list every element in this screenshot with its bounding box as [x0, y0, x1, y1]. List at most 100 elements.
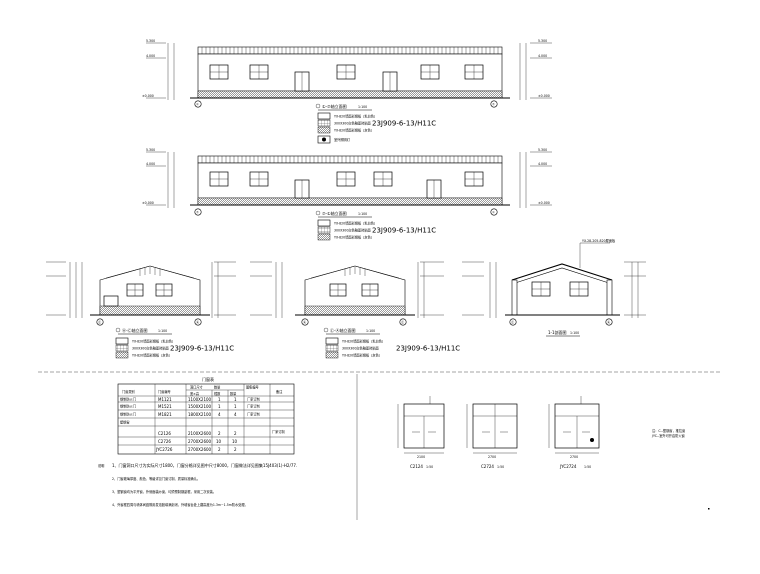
window-label: JYC2724: [559, 464, 577, 469]
cell-size: 2700X2600: [188, 447, 212, 452]
axis-label-right: Ⓐ: [196, 320, 200, 325]
legend-white-panel: YX-820墙面彩钢板（乳白色）: [132, 339, 175, 344]
elevation-scale: 1:100: [158, 329, 167, 333]
wall-base: [197, 197, 503, 206]
section-1-1: YX-28-205-820屋面板 Ⓒ Ⓐ 1-1剖面图 1:100: [462, 238, 646, 337]
elevation-1: 5.300 4.000 ±0.000 ① ⑦: [142, 39, 552, 144]
parapet-ribs: [201, 156, 499, 163]
legend-white-panel: YX-820墙面彩钢板（乳白色）: [334, 221, 377, 226]
level-marks-e4-right: [417, 261, 444, 318]
window-detail-2: 2700 C2724 1:50: [466, 403, 518, 469]
level-marks-e3-right: [211, 261, 236, 318]
level-top-right: 5.300: [538, 148, 547, 152]
cell-size: 1800X2100: [188, 412, 212, 417]
level-mid-left: 4.000: [146, 162, 155, 166]
cell-size: 1100X2100: [188, 397, 212, 402]
gable-ribs: [139, 267, 161, 276]
legend-grey-panel: YX-820墙面彩钢板（灰色）: [334, 128, 374, 133]
cell-code: C2726: [158, 439, 171, 444]
level-ground-right: ±0.000: [538, 94, 550, 98]
level-marks-section: [462, 261, 497, 318]
legend-grey-panel: YX-820墙面彩钢板（灰色）: [334, 235, 374, 240]
level-marks-right-2: 5.300 4.000 ±0.000: [519, 148, 552, 208]
table-row: 钢制防火门 M1521 1500X2100 1 1 厂家订制: [120, 404, 260, 410]
cell-b: 4: [234, 412, 237, 417]
level-mid-left: 4.000: [146, 54, 155, 58]
level-marks-e3: [46, 261, 83, 318]
table-row: 塑钢窗 C2126 2100X2600 2 2: [120, 420, 237, 437]
cell-code: M1821: [158, 412, 172, 417]
material-legend-3: YX-820墙面彩钢板（乳白色） 300X300白色釉面砖贴面 23J909-6…: [115, 337, 234, 359]
material-legend-4: YX-820墙面彩钢板（乳白色） 300X300白色釉面砖贴面 23J909-6…: [325, 337, 460, 359]
header-count: 数量: [214, 385, 221, 390]
level-ground-left: ±0.000: [142, 94, 154, 98]
note-1: 1、门窗洞口尺寸为实际尺寸1800，门窗分格详见图中尺寸8000，门窗做法详见图…: [112, 462, 297, 468]
cell-a: 4: [218, 412, 221, 417]
wall-base: [197, 90, 503, 99]
legend-light: 室外照明灯: [334, 137, 351, 142]
axis-bubble-right: [490, 100, 498, 108]
level-ground-right: ±0.000: [538, 201, 550, 205]
legend-tile-text: 300X300白色釉面砖贴面: [132, 346, 169, 351]
cell-cat: 钢制防火门: [120, 412, 136, 417]
legend-tile-code: 23J909-6-13/H11C: [170, 345, 234, 353]
cell-code: M1521: [158, 404, 172, 409]
windows-row-1: [209, 64, 484, 80]
axis-label-left: ⑦: [196, 211, 199, 215]
level-ground-left: ±0.000: [142, 201, 154, 205]
note-3: 3、塑钢窗均为平开窗，外侧面装纱窗，均须预制钢副框，采用二次安装。: [112, 489, 216, 494]
axis-label-right: ⑦: [492, 103, 495, 107]
parapet-ribs: [201, 47, 499, 54]
cell-b: 1: [234, 404, 237, 409]
note-2: 2、门窗玻璃厚度、颜色、等级详见门窗订制、质量标准确认。: [112, 476, 200, 481]
cell-cat: 钢制防火门: [120, 397, 136, 402]
cell-ref: 厂家订制: [272, 429, 285, 434]
elevation-title: Ⓒ-Ⓐ轴立面图: [330, 327, 355, 333]
axis-label-left: ①: [196, 103, 199, 107]
window-label: C2124: [410, 464, 423, 469]
dot-mark: [708, 508, 710, 510]
level-top-left: 5.300: [146, 148, 155, 152]
legend-tile-code: 23J909-6-13/H11C: [372, 227, 436, 235]
table-row: 钢制防火门 M1121 1100X2100 1 1 厂家订制: [120, 397, 260, 403]
window-scale: 1:50: [497, 465, 504, 469]
subheader-wh: 宽×高: [190, 391, 199, 396]
side-note-2: JYC--室外可开启防火窗: [651, 433, 685, 438]
level-marks-left-2: 5.300 4.000 ±0.000: [142, 148, 175, 208]
level-top-left: 5.300: [146, 39, 155, 43]
subheader-qty: 数量: [230, 391, 237, 396]
window-scale: 1:50: [426, 465, 433, 469]
elevation-title: ①-⑦轴立面图: [322, 103, 347, 109]
cell-code: JYC2726: [155, 447, 173, 452]
legend-grey-panel: YX-820墙面彩钢板（灰色）: [132, 353, 172, 358]
axis-label-right: ①: [492, 211, 495, 215]
elevation-scale: 1:100: [366, 329, 375, 333]
level-marks-left: 5.300 4.000 ±0.000: [142, 39, 175, 100]
elevation-2: 5.300 4.000 ±0.000 ⑦ ①: [142, 148, 552, 241]
window-label: C2724: [481, 464, 494, 469]
cell-b: 10: [232, 439, 238, 444]
window-dim: 2700: [570, 455, 578, 459]
cell-code: M1121: [158, 397, 172, 402]
roof-note: YX-28-205-820屋面板: [582, 238, 616, 243]
cell-a: 1: [218, 397, 221, 402]
doors-row-1: [294, 71, 398, 92]
window-dim: 2700: [488, 455, 496, 459]
cell-code: C2126: [158, 431, 171, 436]
material-legend-2: YX-820墙面彩钢板（乳白色） 300X300白色釉面砖贴面 23J909-6…: [317, 219, 436, 241]
cell-a: 2: [218, 431, 221, 436]
cell-a: 2: [218, 447, 221, 452]
section-title: 1-1剖面图: [548, 329, 567, 335]
header-code: 门窗编号: [158, 389, 171, 394]
axis-bubble-left: [194, 208, 202, 216]
level-marks-right: 5.300 4.000 ±0.000: [519, 39, 552, 100]
window-scale: 1:50: [584, 465, 591, 469]
material-legend-1: YX-820墙面彩钢板（乳白色） 300X300白色釉面砖贴面 23J909-6…: [317, 112, 436, 144]
level-mid-right: 4.000: [538, 162, 547, 166]
legend-tile-text: 300X300白色釉面砖贴面: [334, 121, 371, 126]
notes: 说明 1、门窗洞口尺寸为实际尺寸1800，门窗分格详见图中尺寸8000，门窗做法…: [98, 462, 297, 507]
table-row: 钢制防火门 M1821 1800X2100 4 4 厂家订制: [120, 412, 260, 418]
cell-size: 1500X2100: [188, 404, 212, 409]
legend-white-panel: YX-820墙面彩钢板（乳白色）: [334, 114, 377, 119]
